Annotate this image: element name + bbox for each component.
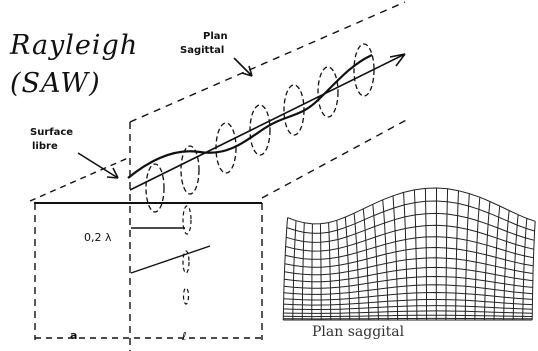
surface-dashed-slant (30, 158, 128, 201)
deformed-mesh-grid (283, 188, 535, 320)
mesh-column-line (465, 194, 469, 320)
mesh-column-line (425, 188, 426, 320)
plan-saggital-caption: Plan saggital (312, 325, 404, 339)
plan-sagittal-label-line-2: Sagittal (180, 46, 224, 56)
mesh-column-line (404, 192, 408, 320)
particle-ellipse (284, 85, 304, 135)
sagittal-plane-lower-edge (262, 118, 410, 198)
title-line-1: Rayleigh (10, 32, 138, 59)
plan-sagittal-label-line-1: Plan (203, 32, 228, 42)
title-line-2: (SAW) (10, 70, 101, 97)
sagittal-plane-top-edge (130, 2, 405, 122)
depth-ellipse (183, 206, 191, 234)
depth-label: 0,2 λ (84, 232, 112, 243)
mesh-column-line (456, 191, 459, 320)
mesh-row-line (283, 315, 532, 316)
surface-libre-label-line-2: libre (32, 142, 58, 152)
depth-slant-line (131, 246, 210, 273)
mesh-column-line (320, 224, 321, 320)
mesh-column-line (446, 189, 448, 320)
mesh-column-line (414, 190, 417, 320)
particle-ellipse (181, 146, 199, 194)
panel-b-label: ℓ (182, 331, 187, 342)
particle-ellipse (146, 164, 164, 212)
mesh-row-line (288, 188, 536, 224)
depth-ellipse (184, 288, 189, 304)
mesh-column-line (532, 221, 535, 320)
propagation-arrow (130, 54, 405, 190)
surface-libre-label-line-1: Surface (30, 128, 73, 138)
panel-a-label: a (70, 330, 77, 341)
